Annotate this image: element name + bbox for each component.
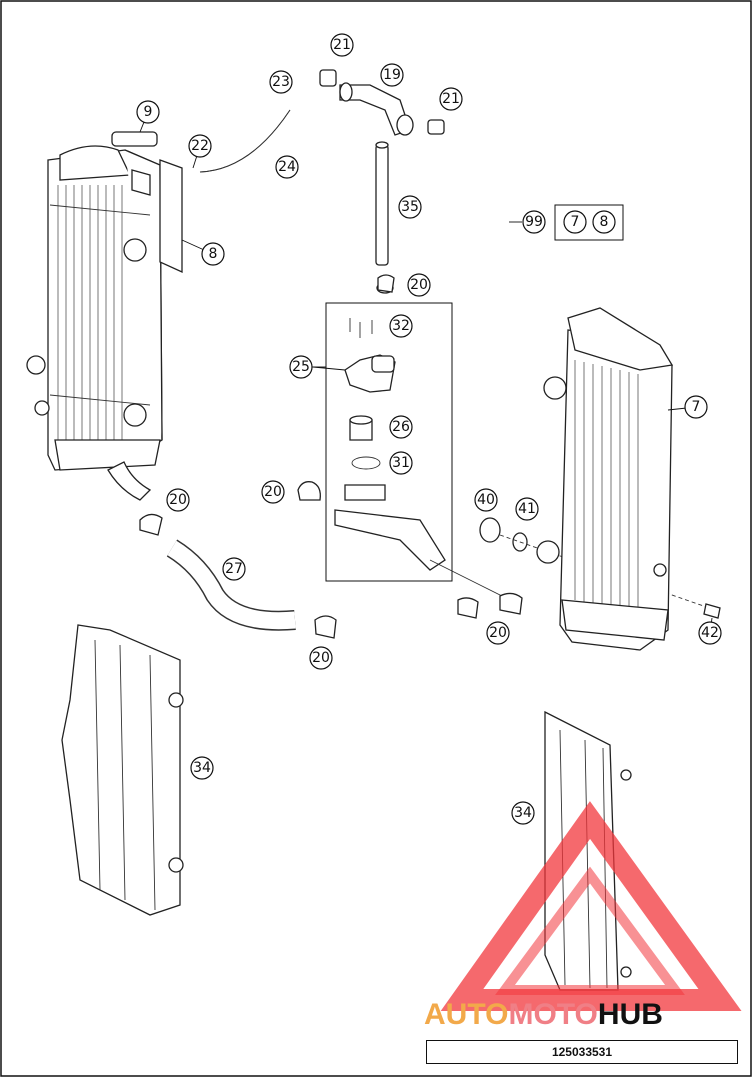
callout-26: 26 [389, 415, 413, 439]
callout-label: 20 [489, 625, 507, 641]
callout-21: 21 [439, 87, 463, 111]
callout-label: 41 [518, 501, 536, 517]
callout-9: 9 [136, 100, 160, 124]
hose-clamp [139, 513, 163, 536]
watermark-logo [440, 801, 742, 1011]
callout-label: 21 [333, 37, 351, 53]
callout-label: 26 [392, 419, 410, 435]
callout-35: 35 [398, 195, 422, 219]
callout-32: 32 [389, 314, 413, 338]
callout-40: 40 [474, 488, 498, 512]
callout-34: 34 [190, 756, 214, 780]
callout-label: 35 [401, 199, 419, 215]
callout-23: 23 [269, 70, 293, 94]
callout-19: 19 [380, 63, 404, 87]
callout-20: 20 [486, 621, 510, 645]
callout-label: 20 [169, 492, 187, 508]
callout-21: 21 [330, 33, 354, 57]
upper-hose-assembly [319, 69, 445, 294]
callout-label: 27 [225, 561, 243, 577]
callout-41: 41 [515, 497, 539, 521]
left-shroud-plate [159, 159, 183, 274]
shroud-mount [620, 966, 632, 978]
callout-label: 22 [191, 138, 209, 154]
callout-31: 31 [389, 451, 413, 475]
hose-clamp [297, 481, 321, 501]
callout-20: 20 [261, 480, 285, 504]
thermostat-kit-box [325, 302, 453, 582]
watermark-text: AUTOMOTOHUB [424, 998, 663, 1031]
watermark-auto: AUTO [424, 998, 508, 1031]
left-shroud-ribs [94, 639, 156, 911]
hose-clamp [314, 615, 337, 639]
callout-label: 40 [477, 492, 495, 508]
callout-label: 7 [692, 399, 701, 415]
callout-label: 21 [442, 91, 460, 107]
callout-label: 34 [193, 760, 211, 776]
callout-label: 31 [392, 455, 410, 471]
hose-clamp [377, 274, 395, 293]
reference-number-box: 125033531 [426, 1040, 738, 1064]
callout-label: 25 [292, 359, 310, 375]
callout-label: 8 [600, 214, 609, 230]
callout-20: 20 [166, 488, 190, 512]
right-radiator [536, 307, 674, 651]
callout-8: 8 [201, 242, 225, 266]
callout-20: 20 [309, 646, 333, 670]
overflow-hose-inner [199, 109, 291, 173]
hose-clamp [499, 592, 523, 615]
lower-hose-inner [167, 540, 296, 630]
grommet [479, 517, 501, 543]
callout-label: 19 [383, 67, 401, 83]
callout-label: 42 [701, 625, 719, 641]
callout-27: 27 [222, 557, 246, 581]
callout-label: 23 [272, 74, 290, 90]
callout-label: 24 [278, 159, 296, 175]
callout-7: 7 [684, 395, 708, 419]
watermark-hub: HUB [598, 998, 663, 1031]
callout-label: 34 [514, 805, 532, 821]
shroud-mount [168, 857, 184, 873]
callout-42: 42 [698, 621, 722, 645]
callout-label: 99 [525, 214, 543, 230]
callout-22: 22 [188, 134, 212, 158]
hose-clamp [457, 597, 479, 619]
callout-20: 20 [407, 273, 431, 297]
callout-label: 20 [312, 650, 330, 666]
shroud-mount [168, 692, 184, 708]
callout-label: 8 [209, 246, 218, 262]
callout-34: 34 [511, 801, 535, 825]
callout-24: 24 [275, 155, 299, 179]
callout-label: 9 [144, 104, 153, 120]
callout-label: 7 [571, 214, 580, 230]
callout-25: 25 [289, 355, 313, 379]
shroud-mount [620, 769, 632, 781]
callout-label: 20 [264, 484, 282, 500]
callout-label: 20 [410, 277, 428, 293]
left-radiator-shroud [61, 624, 181, 916]
watermark-moto: MOTO [508, 998, 597, 1031]
kit-callout: 99 7 8 [522, 204, 624, 241]
left-radiator [26, 131, 163, 501]
callout-label: 32 [392, 318, 410, 334]
bolt [703, 603, 721, 619]
thermostat-parts [334, 318, 521, 606]
callouts: 9 22 24 23 21 19 21 35 8 20 32 25 26 31 … [136, 33, 722, 825]
